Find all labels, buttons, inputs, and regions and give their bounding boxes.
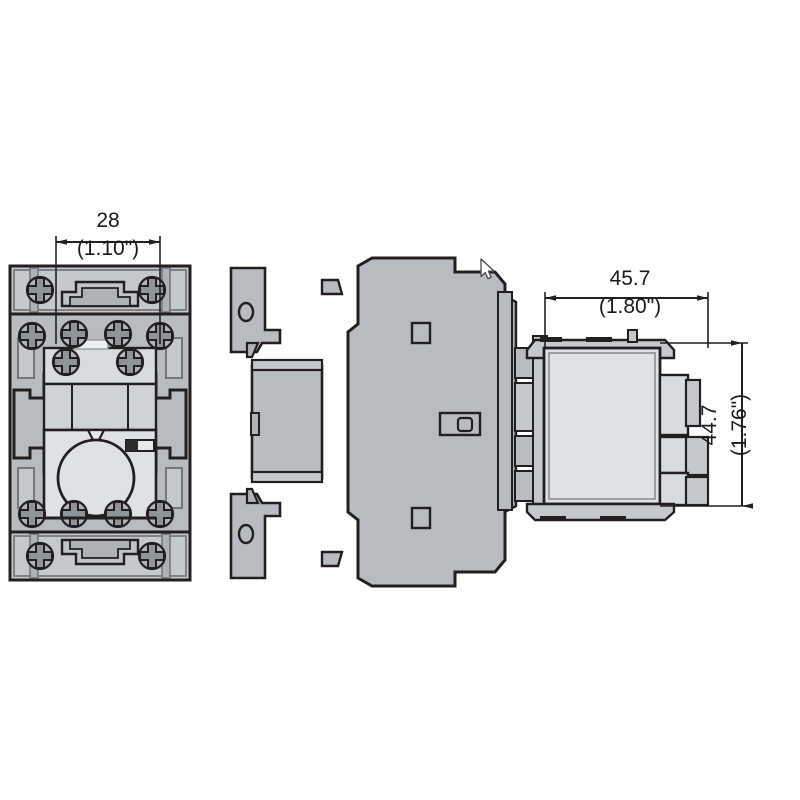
- dimension-457-imperial: (1.80"): [599, 295, 661, 318]
- status-indicator-fill: [126, 440, 138, 451]
- dimension-28-imperial: (1.10"): [77, 237, 139, 260]
- screw-terminal-8: [145, 499, 175, 529]
- screw-aux-1: [51, 347, 81, 377]
- screw-terminal-7: [103, 499, 133, 529]
- terminal-front-panel: [542, 346, 662, 506]
- housing-nub-bottom: [320, 550, 344, 568]
- mouse-pointer-icon: [480, 258, 495, 280]
- screw-terminal-3: [103, 319, 133, 349]
- din-clip-lower: [229, 492, 282, 580]
- dimension-28-metric: 28: [96, 209, 119, 232]
- screw-terminal-5: [17, 499, 47, 529]
- terminal-step-upper: [658, 373, 690, 437]
- terminal-step-lower: [658, 471, 690, 507]
- dimension-447-metric: 44.7: [698, 405, 721, 446]
- test-pushbutton[interactable]: [56, 438, 136, 518]
- screw-aux-2: [115, 347, 145, 377]
- mounting-hole-upper: [237, 301, 255, 323]
- screw-bottom-left: [25, 541, 55, 571]
- dimension-depth-45-7: 45.7 (1.80"): [544, 267, 709, 348]
- direction-marker-icon: [86, 428, 106, 449]
- dimension-width-28: 28 (1.10"): [55, 209, 161, 344]
- dimension-height-44-7: 44.7 (1.76"): [660, 340, 753, 509]
- housing-profile: [346, 256, 507, 588]
- screw-terminal-1: [17, 321, 47, 351]
- front-view: [8, 264, 192, 582]
- housing-nub-top: [320, 278, 344, 296]
- mounting-hole-lower: [237, 523, 255, 545]
- rail-saddle: [250, 364, 324, 480]
- vent-slot-bottom: [410, 506, 432, 530]
- screw-terminal-2: [59, 319, 89, 349]
- centre-window-inner: [456, 416, 474, 433]
- din-clip-upper: [229, 266, 282, 354]
- dimension-447-imperial: (1.76"): [728, 394, 751, 456]
- screw-top-left: [25, 275, 55, 305]
- screw-bottom-right: [137, 541, 167, 571]
- screw-terminal-6: [59, 499, 89, 529]
- vent-slot-top: [410, 321, 432, 345]
- nameplate-window: [42, 382, 158, 432]
- dimension-457-metric: 45.7: [610, 267, 651, 290]
- screw-top-right: [137, 275, 167, 305]
- terminal-step-mid: [658, 435, 690, 475]
- right-view: [497, 291, 710, 522]
